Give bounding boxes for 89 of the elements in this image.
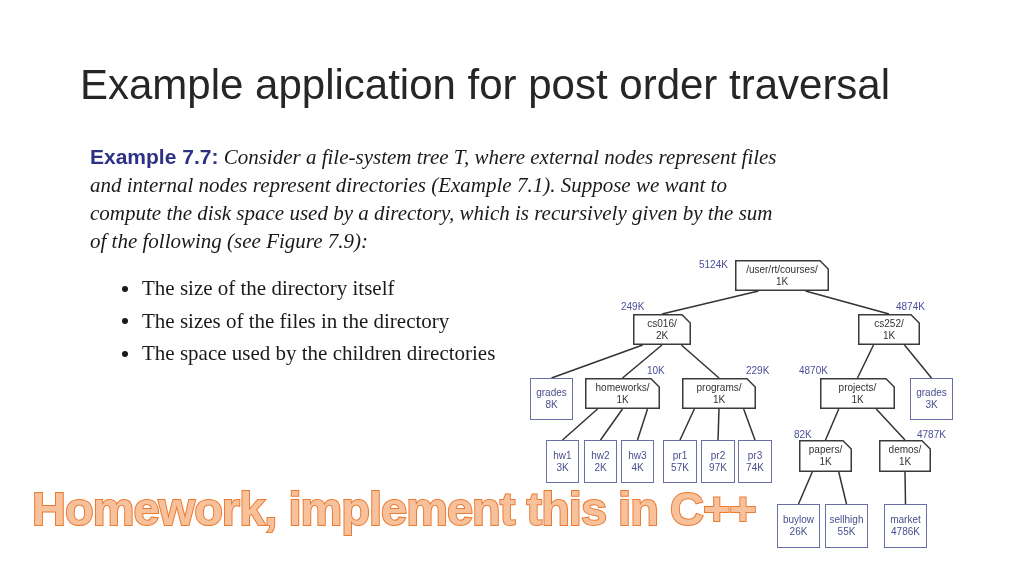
file-size: 8K bbox=[545, 399, 558, 411]
connector-line bbox=[717, 408, 720, 441]
file-size: 4K bbox=[631, 461, 644, 474]
connector-line bbox=[797, 471, 813, 505]
file-size: 26K bbox=[789, 526, 808, 538]
folder-box bbox=[820, 378, 895, 409]
connector-line bbox=[742, 408, 756, 441]
folder-size: 1K bbox=[898, 456, 912, 468]
file-size: 57K bbox=[671, 461, 689, 474]
file-size: 97K bbox=[709, 461, 727, 474]
file-box bbox=[701, 440, 735, 483]
file-name: hw2 bbox=[591, 449, 610, 462]
file-box bbox=[884, 504, 927, 548]
connector-line bbox=[550, 344, 644, 379]
file-size: 2K bbox=[594, 461, 607, 474]
bullet-text: The sizes of the files in the directory bbox=[142, 307, 450, 335]
total-size-label: 4787K bbox=[917, 429, 946, 440]
connector-line bbox=[636, 408, 649, 441]
connector-line bbox=[875, 408, 906, 441]
file-name: hw3 bbox=[628, 449, 647, 462]
file-name: buylow bbox=[782, 514, 815, 526]
folder-name: cs252/ bbox=[874, 317, 904, 330]
folder-size: 1K bbox=[616, 393, 629, 406]
file-size: 74K bbox=[746, 461, 764, 474]
connector-line bbox=[599, 408, 624, 441]
connector-line bbox=[856, 344, 875, 379]
folder-box bbox=[682, 378, 756, 409]
file-name: pr2 bbox=[710, 449, 726, 462]
connector-line bbox=[904, 471, 907, 505]
total-size-label: 82K bbox=[794, 429, 812, 440]
total-size-label: 10K bbox=[647, 365, 665, 376]
slide-title: Example application for post order traversal bbox=[80, 60, 891, 110]
total-size-label: 5124K bbox=[699, 259, 728, 270]
file-name: pr1 bbox=[672, 449, 688, 462]
example-paragraph: Example 7.7: Consider a file-system tree T, where external nodes represent files and internal nodes represent directories (Example 7.1). Suppose we want to compute the disk space used by a directory, which is recursively given by the sum of the following (see Figure 7.9): bbox=[90, 144, 778, 255]
connector-line bbox=[661, 290, 760, 315]
connector-line bbox=[679, 408, 696, 441]
folder-box bbox=[633, 314, 691, 345]
folder-size: 1K bbox=[851, 393, 864, 406]
total-size-label: 229K bbox=[746, 365, 770, 376]
folder-box bbox=[585, 378, 660, 409]
file-box bbox=[621, 440, 654, 483]
folder-size: 2K bbox=[655, 329, 669, 342]
folder-name: homeworks/ bbox=[595, 381, 650, 394]
folder-name: demos/ bbox=[888, 444, 922, 456]
file-name: sellhigh bbox=[829, 514, 864, 526]
bullet-text: The space used by the children directories bbox=[142, 340, 496, 367]
file-box bbox=[910, 378, 953, 420]
file-box bbox=[546, 440, 579, 483]
connector-line bbox=[824, 408, 840, 441]
file-box bbox=[777, 504, 820, 548]
total-size-label: 249K bbox=[621, 301, 645, 312]
connector-line bbox=[561, 408, 599, 441]
file-size: 3K bbox=[925, 399, 938, 411]
total-size-label: 4870K bbox=[799, 365, 828, 376]
folder-name: /user/rt/courses/ bbox=[746, 263, 818, 276]
connector-line bbox=[838, 471, 848, 505]
folder-name: programs/ bbox=[696, 381, 742, 394]
folder-box bbox=[858, 314, 920, 345]
file-size: 3K bbox=[556, 461, 569, 474]
folder-name: papers/ bbox=[808, 444, 843, 456]
bullet-text: The size of the directory itself bbox=[142, 275, 395, 302]
file-box bbox=[825, 504, 868, 548]
file-box bbox=[584, 440, 617, 483]
connector-line bbox=[621, 344, 663, 379]
folder-name: cs016/ bbox=[647, 317, 677, 330]
folder-box bbox=[735, 260, 829, 291]
folder-name: projects/ bbox=[838, 381, 877, 394]
file-name: grades bbox=[916, 387, 947, 399]
folder-size: 1K bbox=[819, 456, 832, 468]
file-name: market bbox=[890, 514, 921, 526]
total-size-label: 4874K bbox=[896, 301, 925, 312]
file-box bbox=[530, 378, 573, 420]
folder-box bbox=[799, 440, 852, 472]
folder-size: 1K bbox=[775, 275, 789, 288]
connector-line bbox=[804, 290, 890, 315]
file-size: 4786K bbox=[891, 526, 920, 538]
file-box bbox=[738, 440, 772, 483]
folder-box bbox=[879, 440, 931, 472]
file-name: pr3 bbox=[747, 449, 763, 462]
connector-line bbox=[903, 344, 933, 379]
file-size: 55K bbox=[837, 526, 856, 538]
homework-note: Homework, implement this in C++ bbox=[32, 485, 756, 533]
folder-size: 1K bbox=[712, 393, 726, 406]
file-name: grades bbox=[536, 387, 567, 399]
file-box bbox=[663, 440, 697, 483]
folder-size: 1K bbox=[882, 329, 896, 342]
connector-line bbox=[680, 344, 720, 379]
file-name: hw1 bbox=[553, 449, 572, 462]
